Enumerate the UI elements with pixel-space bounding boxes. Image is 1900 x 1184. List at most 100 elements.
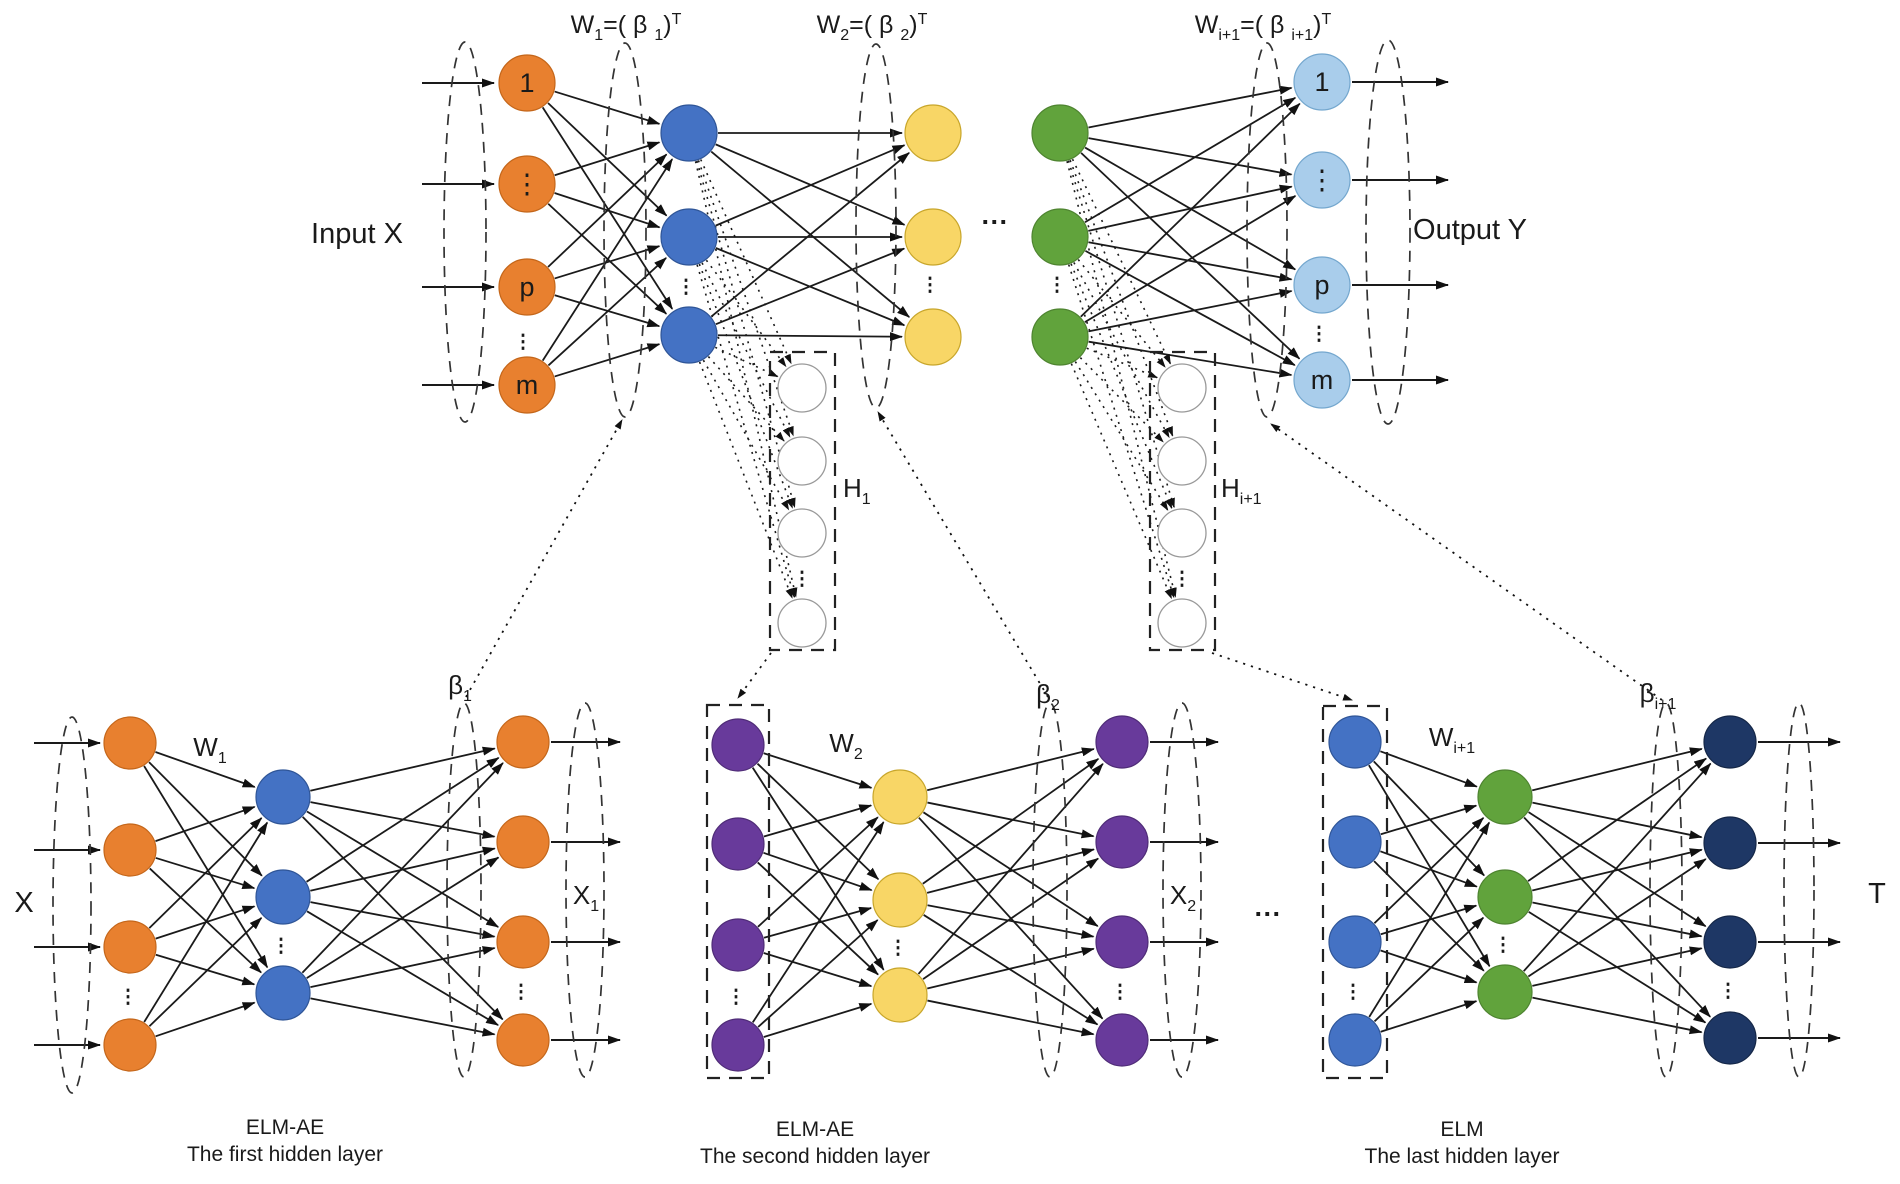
br-hidden-node bbox=[1477, 964, 1533, 1020]
layer-ellipse-w2 bbox=[855, 43, 897, 409]
top-input-node-label: 1 bbox=[519, 68, 534, 98]
edge-line bbox=[763, 952, 873, 988]
bm-x2-label: X2 bbox=[1170, 880, 1196, 915]
edge-line bbox=[917, 763, 1104, 975]
top-input-node bbox=[498, 356, 556, 414]
h1-node bbox=[777, 436, 827, 486]
edge-line bbox=[301, 762, 504, 974]
edge-line bbox=[1380, 1000, 1478, 1033]
bm-caption-line2: The second hidden layer bbox=[700, 1145, 930, 1168]
column-dots: ⋮ bbox=[1173, 569, 1192, 590]
edge-line bbox=[922, 758, 1100, 885]
top-output-node-label: ⋮ bbox=[1309, 165, 1336, 195]
edge-line bbox=[554, 141, 661, 177]
top-input-node bbox=[498, 155, 556, 213]
edge-line bbox=[927, 801, 1095, 839]
bl-output-node bbox=[496, 915, 550, 969]
column-dots: ⋮ bbox=[1111, 982, 1130, 1003]
br-output-node bbox=[1703, 1011, 1757, 1065]
hi1-node bbox=[1157, 598, 1207, 648]
br-betai1-label: βi+1 bbox=[1640, 678, 1677, 713]
edge-line bbox=[1080, 102, 1301, 318]
bm-beta2-label: β2 bbox=[1036, 679, 1060, 714]
bl-hidden-node bbox=[255, 769, 311, 825]
w1-formula: W1=( β 1)T bbox=[571, 11, 682, 44]
edge-line bbox=[1368, 764, 1491, 968]
bm-input-node bbox=[711, 718, 765, 772]
top-hidden2-node bbox=[904, 308, 962, 366]
bl-input-node bbox=[103, 1018, 157, 1072]
dotted-fan-lines bbox=[694, 158, 1177, 600]
edge-line bbox=[310, 846, 496, 892]
br-input-node bbox=[1328, 1013, 1382, 1067]
edge-line bbox=[715, 247, 906, 326]
edge-line bbox=[923, 914, 1099, 1026]
edge-line bbox=[717, 332, 904, 342]
top-hidden2-node bbox=[904, 208, 962, 266]
output-y-label: Output Y bbox=[1413, 214, 1527, 246]
link-hi1-to-br-input bbox=[1211, 652, 1353, 701]
edge-line bbox=[148, 917, 263, 1027]
edge-line bbox=[1380, 850, 1478, 888]
br-hidden-node bbox=[1477, 769, 1533, 825]
wi1-formula: Wi+1=( β i+1)T bbox=[1195, 11, 1332, 44]
dotted-edge bbox=[1073, 262, 1170, 439]
bl-caption-line1: ELM-AE bbox=[246, 1116, 324, 1139]
edge-line bbox=[1532, 901, 1703, 939]
top-input-node bbox=[498, 54, 556, 112]
top-hidden1-node bbox=[660, 306, 718, 364]
edge-line bbox=[554, 343, 661, 378]
edge-line bbox=[155, 1001, 256, 1038]
column-dots: ⋮ bbox=[793, 569, 812, 590]
bl-input-node bbox=[103, 823, 157, 877]
h1-label: H1 bbox=[843, 473, 871, 508]
edge-line bbox=[763, 752, 873, 789]
top-input-node bbox=[498, 258, 556, 316]
edge-line bbox=[306, 856, 500, 979]
edge-line bbox=[1088, 288, 1293, 333]
edge-line bbox=[1527, 757, 1707, 882]
bl-output-node bbox=[496, 715, 550, 769]
hi1-box bbox=[1148, 350, 1217, 652]
edge-line bbox=[1380, 804, 1478, 836]
top-hidden1-node bbox=[660, 104, 718, 162]
bm-input-node bbox=[711, 1018, 765, 1072]
edge-line bbox=[547, 257, 667, 367]
edge-line bbox=[763, 1002, 873, 1038]
column-dots: ⋮ bbox=[512, 982, 531, 1003]
dotted-edge bbox=[696, 264, 796, 599]
dotted-edge bbox=[1074, 361, 1169, 511]
bl-beta1-label: β1 bbox=[448, 670, 472, 705]
hi1-node bbox=[1157, 363, 1207, 413]
io-arrows bbox=[34, 77, 1841, 1050]
bl-output-node bbox=[496, 815, 550, 869]
layer-ellipse-br-output bbox=[1783, 702, 1815, 1078]
input-x-label: Input X bbox=[311, 218, 403, 250]
layer-ellipse-bm-output bbox=[1162, 702, 1202, 1078]
column-dots: ⋮ bbox=[1048, 275, 1067, 296]
edge-line bbox=[554, 90, 661, 125]
edge-line bbox=[310, 946, 496, 989]
hi1-node bbox=[1157, 508, 1207, 558]
edge-line bbox=[1532, 848, 1703, 892]
br-caption-line1: ELM bbox=[1440, 1118, 1483, 1141]
top-output-node-label: 1 bbox=[1314, 67, 1329, 97]
edge-line bbox=[1373, 860, 1485, 972]
dotted-edge bbox=[1067, 264, 1175, 599]
bm-output-node bbox=[1095, 815, 1149, 869]
column-dots: ⋮ bbox=[1719, 981, 1738, 1002]
link-beta1-to-w1 bbox=[465, 419, 623, 698]
edge-line bbox=[1523, 762, 1712, 972]
edge-line bbox=[547, 153, 668, 268]
link-betai1-to-wi1 bbox=[1270, 423, 1663, 701]
edge-line bbox=[751, 767, 885, 971]
edge-line bbox=[155, 953, 256, 986]
br-input-node bbox=[1328, 715, 1382, 769]
edge-line bbox=[1088, 137, 1293, 177]
w2-formula: W2=( β 2)T bbox=[817, 11, 928, 44]
dotted-edge bbox=[1086, 347, 1159, 379]
edge-line bbox=[757, 919, 879, 1028]
layer-ellipse-bl-output bbox=[565, 702, 605, 1078]
